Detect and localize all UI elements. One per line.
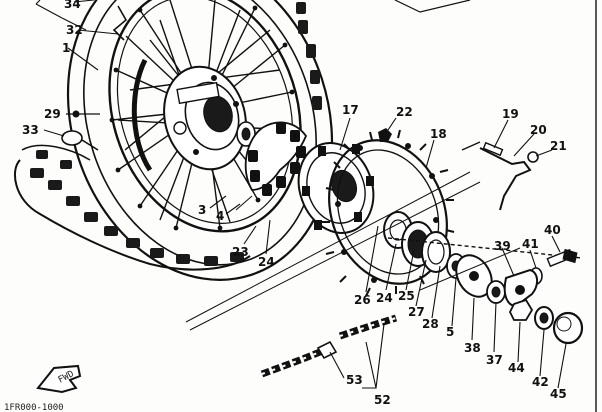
hub-bearing: [236, 121, 256, 147]
drive-chain: [260, 314, 398, 378]
axle-cap: [552, 311, 584, 345]
collar-and-seals: [383, 211, 466, 279]
part-label-38: 38: [464, 341, 481, 355]
part-label-44: 44: [508, 361, 525, 375]
wheel-rim: [108, 0, 302, 233]
brake-drum-edge: [131, 58, 153, 172]
part-label-18: 18: [430, 127, 447, 141]
part-label-3: 3: [198, 203, 206, 217]
wheel-hub: [163, 65, 247, 171]
part-label-5: 5: [446, 325, 454, 339]
cush-drive-damper: [244, 121, 308, 196]
sprocket-bolt: [378, 128, 392, 142]
chain-adjuster: [455, 254, 506, 304]
wheel-rim-inner: [116, 0, 294, 224]
part-label-34: 34: [64, 0, 81, 11]
part-label-24-left: 24: [258, 255, 275, 269]
part-label-39: 39: [494, 239, 511, 253]
part-labels: 34 32 1 29 33 17 22 18 19 20 21 3 4 23 2…: [22, 0, 567, 407]
part-label-19: 19: [502, 107, 519, 121]
part-label-40: 40: [544, 223, 561, 237]
part-label-20: 20: [530, 123, 547, 137]
footer-code: 1FR000-1000: [4, 403, 64, 412]
part-label-53: 53: [346, 373, 363, 387]
chain-guide-bracket: [461, 141, 539, 211]
part-label-22: 22: [396, 105, 413, 119]
part-label-33: 33: [22, 123, 39, 137]
axle-nut: [508, 298, 534, 321]
tire-valve: [61, 130, 99, 151]
part-label-1: 1: [62, 41, 70, 55]
part-label-27: 27: [408, 305, 425, 319]
part-label-32: 32: [66, 23, 83, 37]
part-label-24-right: 24: [376, 291, 393, 305]
swingarm-guide-lines: [185, 171, 521, 331]
axle-pinch-bolt: [66, 110, 100, 118]
part-label-17: 17: [342, 103, 359, 117]
rim-band: [112, 5, 128, 41]
rear-axle: [387, 237, 583, 268]
rear-tire: [13, 0, 334, 281]
part-label-45: 45: [550, 387, 567, 401]
part-label-28: 28: [422, 317, 439, 331]
part-label-29: 29: [44, 107, 61, 121]
part-label-25: 25: [398, 289, 415, 303]
forward-arrow-badge: FWD: [36, 364, 82, 394]
part-label-21: 21: [550, 139, 567, 153]
part-label-52: 52: [374, 393, 391, 407]
part-label-23: 23: [232, 245, 249, 259]
part-label-42: 42: [532, 375, 549, 389]
frame-top-fragment: [394, 0, 471, 13]
part-label-26: 26: [354, 293, 371, 307]
leader-lines: [35, 0, 567, 389]
part-label-37: 37: [486, 353, 503, 367]
part-label-4: 4: [216, 209, 224, 223]
part-label-41: 41: [522, 237, 539, 251]
